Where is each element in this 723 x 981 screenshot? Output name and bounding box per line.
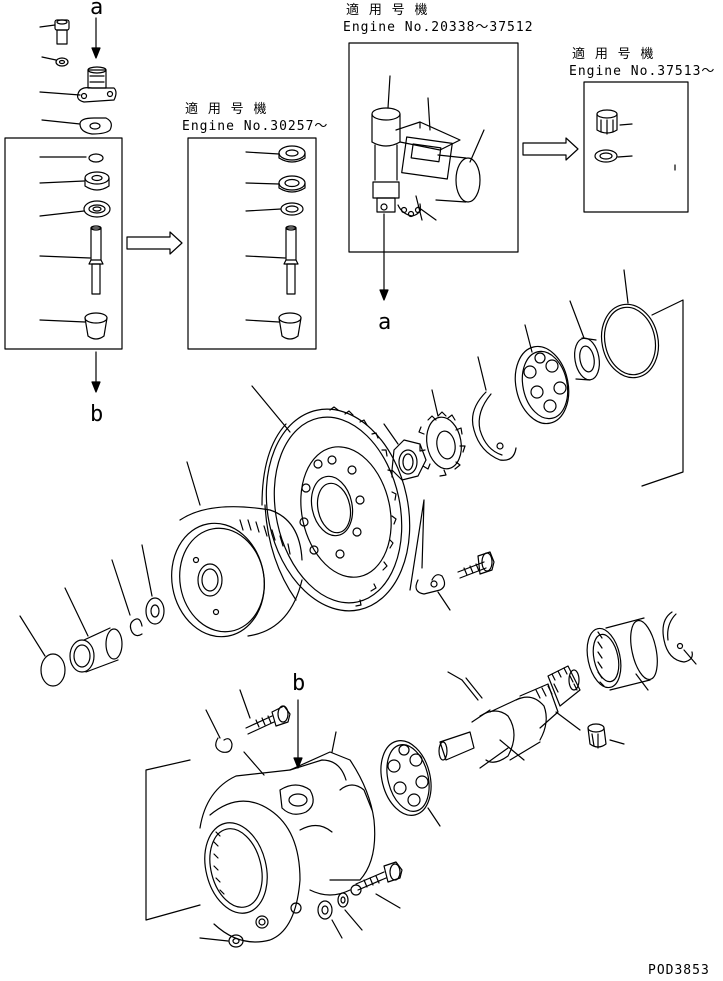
disk-cap xyxy=(41,654,65,686)
small-pin xyxy=(462,678,482,700)
box-middle-contents xyxy=(246,146,305,339)
box-left-contents xyxy=(40,154,110,339)
arrow-label-a-top: a xyxy=(90,0,104,20)
housing xyxy=(196,732,375,942)
applicable-label-3-jp: 適 用 号 機 xyxy=(572,47,655,62)
applicable-label-3-en: Engine No.37513～ xyxy=(569,64,716,79)
washer-small-1 xyxy=(338,893,348,907)
box-left-parts xyxy=(5,138,122,349)
arrow-label-b-left: b xyxy=(90,402,104,427)
valve-parts-top xyxy=(40,20,116,134)
solenoid-assembly xyxy=(372,76,484,220)
o-ring-large xyxy=(595,299,665,383)
applicable-label-1-en: Engine No.30257～ xyxy=(182,119,329,134)
box-solenoid-assembly xyxy=(349,43,518,252)
washer-left xyxy=(146,598,164,624)
bearing-right xyxy=(508,341,575,428)
arrow-label-b-housing: b xyxy=(292,671,306,696)
drive-shaft xyxy=(439,666,580,768)
arrow-right-2 xyxy=(523,138,578,160)
bolt-housing-top xyxy=(240,690,290,734)
sleeve xyxy=(65,588,122,672)
applicable-label-2-jp: 適 用 号 機 xyxy=(346,3,429,18)
lock-washer xyxy=(419,390,465,476)
bolt-housing-lower xyxy=(356,862,402,908)
arrow-label-a-bottom: a xyxy=(378,310,392,335)
needle-bearing xyxy=(582,618,662,691)
box-right-parts xyxy=(584,82,688,212)
box-middle-parts xyxy=(188,138,316,349)
box-right-contents xyxy=(595,110,675,170)
bolt-gear xyxy=(410,500,494,610)
ring-housing xyxy=(216,738,232,752)
arrow-right-1 xyxy=(127,232,182,254)
washer-small-2 xyxy=(318,901,332,919)
lock-nut xyxy=(384,424,426,480)
bearing-bottom xyxy=(374,735,440,826)
snap-ring xyxy=(473,392,517,460)
applicable-label-2-en: Engine No.20338～37512 xyxy=(343,20,534,35)
hub-drum xyxy=(163,462,302,644)
large-gear xyxy=(248,386,427,624)
applicable-label-1-jp: 適 用 号 機 xyxy=(185,102,268,117)
washer-bottom xyxy=(229,935,243,947)
drawing-code: POD3853 xyxy=(648,963,710,978)
small-bushing xyxy=(588,724,624,748)
ring-left xyxy=(130,619,142,636)
